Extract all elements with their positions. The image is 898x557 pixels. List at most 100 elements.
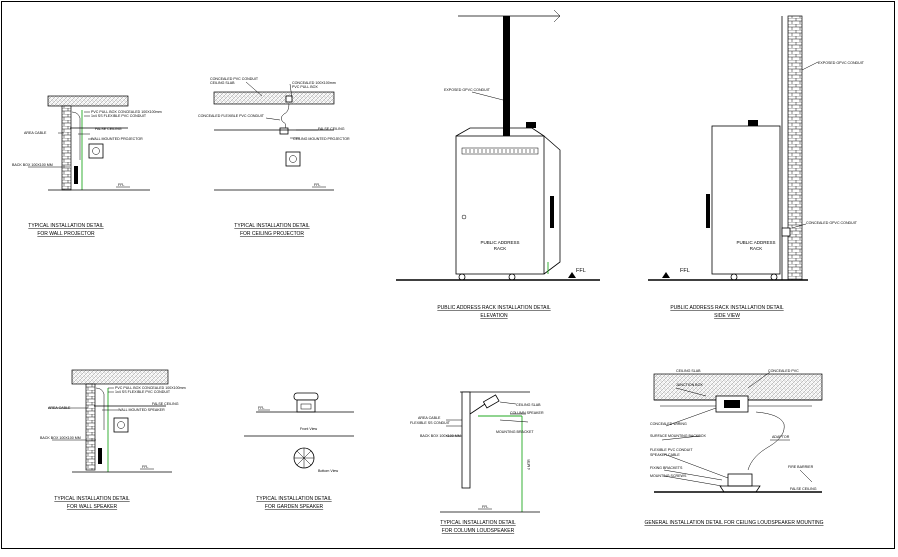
note-back-box: BACK BOX 100X100 MM — [12, 163, 53, 167]
caption-line1: TYPICAL INSTALLATION DETAIL — [28, 223, 104, 229]
detail-pa-rack-side: EXPOSED GPVC CONDUIT PUBLIC ADDRESS RACK… — [648, 15, 865, 319]
leader-lines — [28, 111, 92, 168]
ceiling-slab — [213, 91, 335, 105]
bottom-view-label: Bottom View — [318, 469, 339, 473]
projector-lens — [92, 147, 100, 155]
wall-box — [781, 227, 791, 237]
flex-conduit — [71, 111, 81, 160]
caption: GENERAL INSTALLATION DETAIL FOR CEILING … — [644, 520, 823, 526]
note-flex-conduit: FLEXIBLE PVC CONDUIT — [650, 448, 693, 452]
leader-lines — [446, 401, 529, 437]
note-false-ceiling: FALSE CEILING — [318, 127, 345, 131]
caption-line1: TYPICAL INSTALLATION DETAIL — [256, 496, 332, 502]
caption-line1: TYPICAL INSTALLATION DETAIL — [54, 496, 130, 502]
rack-front — [455, 135, 545, 275]
note-exposed-conduit: EXPOSED GPVC CONDUIT — [818, 61, 865, 65]
rack-vent — [461, 147, 539, 155]
note-false-ceiling: FALSE CEILING — [152, 402, 179, 406]
leader-lines — [48, 387, 118, 441]
level-label: FFL — [258, 406, 264, 410]
detail-wall-speaker: PVC PULL BOX CONCEALED 100X100mm 1x4 SS … — [40, 369, 186, 510]
note-adaptor: ADAPTOR — [772, 435, 790, 439]
note-concealed-wiring: CONCEALED WIRING — [650, 422, 687, 426]
caster-right — [508, 273, 516, 281]
note-area-cable: AREA CABLE — [48, 406, 71, 410]
detail-wall-projector: PVC PULL BOX CONCEALED 100X100mm 1x4 SS … — [12, 95, 162, 237]
level-triangle — [662, 272, 670, 278]
note-ceiling-slab: CEILING SLAB — [676, 369, 701, 373]
detail-pa-rack-elevation: EXPOSED GPVC CONDUIT PUBLIC ADDRESS RACK… — [396, 9, 600, 319]
leader-line — [471, 91, 504, 101]
level-label: FFL — [576, 268, 586, 274]
dimension-line — [478, 415, 523, 512]
caption-line2: FOR GARDEN SPEAKER — [265, 504, 324, 510]
rack-top-entry — [748, 120, 758, 126]
note-pull-box: PVC PULL BOX — [292, 85, 318, 89]
rack-label-line2: RACK — [750, 246, 763, 251]
rack-label-line2: RACK — [494, 246, 507, 251]
note-speaker-cable: SPEAKER CABLE — [650, 453, 680, 457]
note-concealed-box: CONCEALED 100X100mm — [292, 81, 336, 85]
ceiling-slab — [71, 369, 169, 385]
level-label: FFL — [314, 183, 320, 187]
speaker-cap — [293, 392, 319, 401]
brick-wall — [85, 383, 96, 471]
ceiling-slab — [47, 95, 129, 107]
note-surface-backbox: SURFACE MOUNTING BACKBOX — [650, 434, 707, 438]
break-symbol — [553, 9, 561, 23]
detail-ceiling-loudspeaker: CEILING SLAB CONCEALED PVC JUNCTION BOX … — [644, 369, 823, 526]
note-ceiling-projector: CEILING MOUNTED PROJECTOR — [293, 137, 350, 141]
wall-speaker-box — [113, 417, 129, 433]
caption-line2: FOR WALL SPEAKER — [67, 504, 118, 510]
exposed-conduit — [503, 16, 510, 136]
rack-top-cable-entry — [526, 122, 536, 128]
rack-handle — [706, 194, 710, 228]
speaker-cone — [117, 421, 125, 429]
note-mounting-screws: MOUNTING SCREWS — [650, 474, 687, 478]
note-ceiling-slab: CEILING SLAB — [516, 403, 541, 407]
brick-wall — [787, 15, 803, 281]
note-back-box: BACK BOX 100X100 MM — [40, 436, 81, 440]
note-false-ceiling: FALSE CEILING — [790, 487, 817, 491]
level-label: FFL — [142, 465, 148, 469]
speaker-grille — [300, 403, 312, 410]
note-concealed-pvc: CONCEALED PVC — [768, 369, 799, 373]
column-speaker — [482, 394, 500, 409]
note-flex-conduit: 1x4 SS FLEXIBLE PVC CONDUIT — [91, 114, 147, 118]
level-label: FFL — [118, 183, 124, 187]
note-fixing-brackets: FIXING BRACKETS — [650, 466, 683, 470]
note-pull-box: PVC PULL BOX CONCEALED 100X100mm — [91, 110, 162, 114]
flex-conduit — [281, 103, 290, 131]
note-ceiling-slab: CEILING SLAB — [210, 81, 235, 85]
note-flex-conduit: 1x4 SS FLEXIBLE PVC CONDUIT — [115, 390, 171, 394]
note-junction-box: JUNCTION BOX — [676, 383, 703, 387]
note-area-cable: AREA CABLE — [418, 416, 441, 420]
caption-line1: TYPICAL INSTALLATION DETAIL — [234, 223, 310, 229]
rack-label-line1: PUBLIC ADDRESS — [736, 240, 775, 245]
rack-top — [455, 127, 545, 137]
caption-line2: FOR CEILING PROJECTOR — [240, 231, 304, 237]
note-pull-box: PVC PULL BOX CONCEALED 100X100mm — [115, 386, 186, 390]
caption-line2: FOR COLUMN LOUDSPEAKER — [442, 528, 515, 534]
back-box — [98, 448, 102, 464]
caption-line1: PUBLIC ADDRESS RACK INSTALLATION DETAIL — [437, 305, 551, 311]
leader-lines — [661, 371, 813, 487]
detail-column-loudspeaker: AREA CABLE FLEXIBLE SS CONDUIT BACK BOX … — [410, 391, 544, 534]
note-wall-speaker: WALL MOUNTED SPEAKER — [118, 408, 165, 412]
caster-right — [770, 273, 778, 281]
wall-projector-box — [88, 143, 104, 159]
note-false-ceiling: FALSE CEILING — [95, 127, 122, 131]
caption-line1: TYPICAL INSTALLATION DETAIL — [440, 520, 516, 526]
level-label: FFL — [482, 505, 488, 509]
door-lock — [461, 214, 467, 220]
caption-line2: SIDE VIEW — [714, 313, 740, 319]
note-wall-projector: WALL MOUNTED PROJECTOR — [91, 137, 143, 141]
level-triangle — [568, 272, 576, 278]
note-exposed-conduit: EXPOSED GPVC CONDUIT — [444, 88, 491, 92]
flex-conduit — [747, 411, 785, 471]
speaker-body — [296, 399, 316, 413]
surface-backbox — [727, 473, 753, 487]
rack-side-body — [711, 125, 781, 275]
